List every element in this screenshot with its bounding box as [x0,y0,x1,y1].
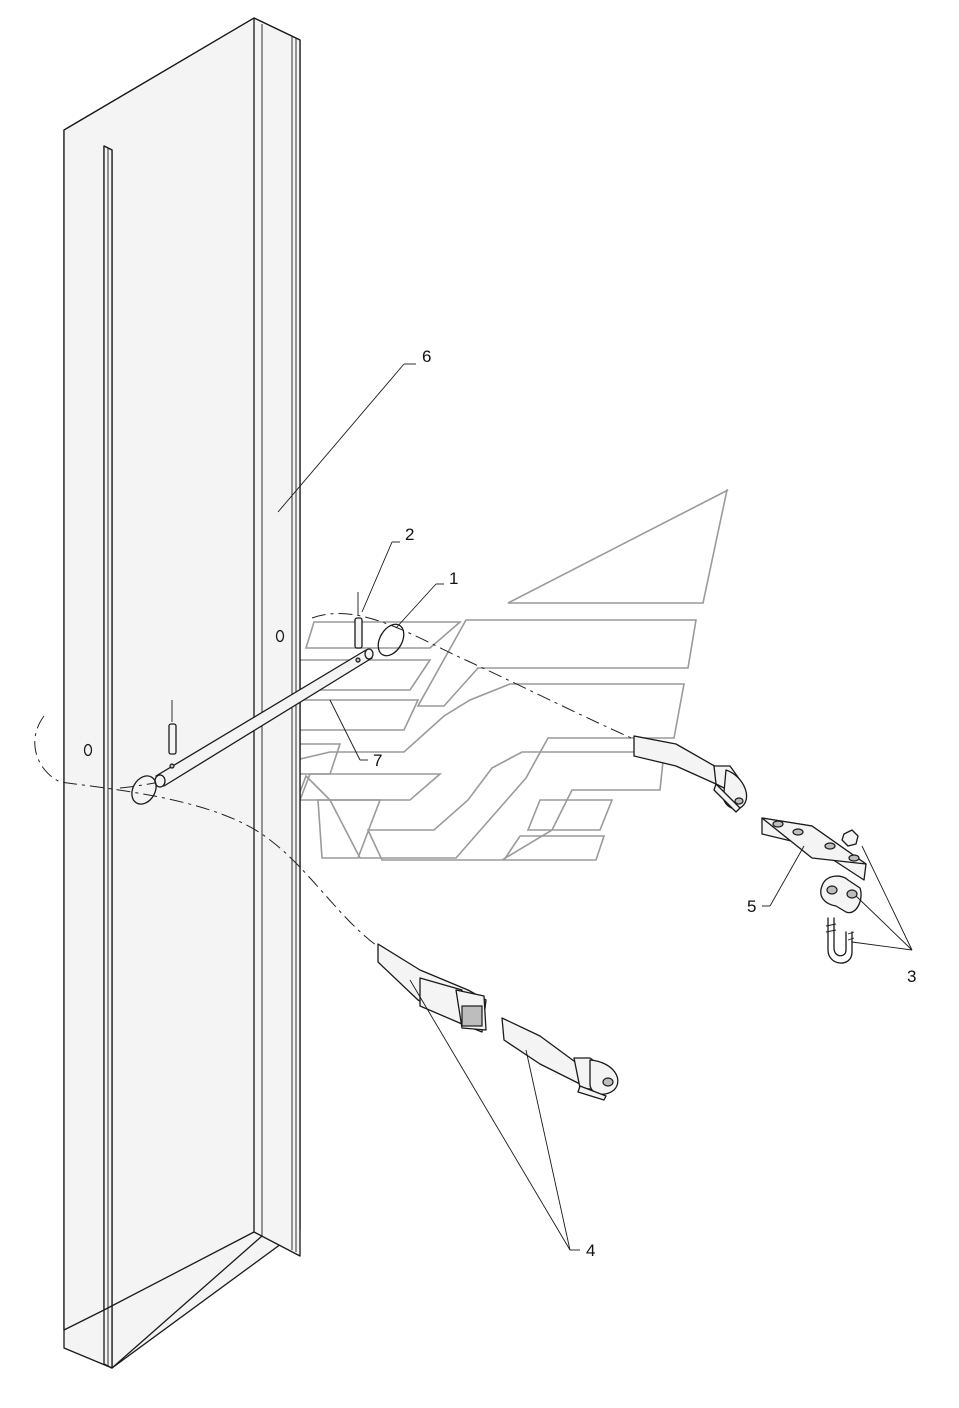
roll-pin-lower [168,700,177,769]
strap-hook-upper [633,735,748,813]
callout-2: 2 [405,525,414,544]
roll-pin-upper [354,592,363,649]
callout-3: 3 [907,967,916,986]
callout-5: 5 [747,897,756,916]
logo-watermark [269,489,729,861]
channel-post [63,17,301,1369]
callout-1: 1 [449,569,458,588]
shaft-rod [154,648,374,788]
strap-hook-lower-right [501,1017,619,1101]
leader-lines [277,363,913,1251]
callout-6: 6 [422,347,431,366]
u-bolt-clamp [820,875,862,964]
ring-lower [131,775,157,805]
callout-7: 7 [373,751,382,770]
mounting-plate [761,817,867,881]
callout-4: 4 [586,1241,595,1260]
strap-hook-lower-left [377,943,487,1033]
ring-upper [377,623,405,657]
